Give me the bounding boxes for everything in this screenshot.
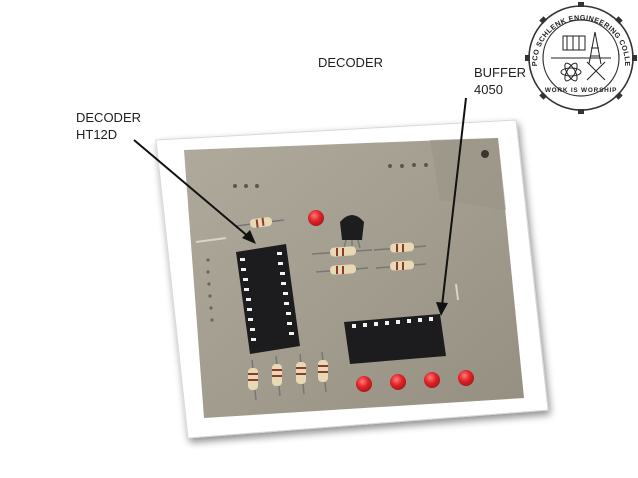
- logo-emblem-icon: [551, 31, 611, 82]
- buffer-arrow: [441, 97, 467, 307]
- decoder-arrow: [133, 139, 251, 239]
- bottom-resistors: [248, 351, 328, 401]
- led: [424, 372, 440, 388]
- led: [458, 370, 474, 386]
- slide-title: DECODER: [318, 55, 384, 70]
- led: [308, 210, 324, 226]
- buffer-label: BUFFER: [474, 65, 526, 80]
- buffer-part-label: 4050: [474, 82, 503, 97]
- logo-motto: WORK IS WORSHIP: [545, 87, 617, 94]
- pcb-photo: [184, 138, 524, 418]
- leds: [308, 210, 474, 392]
- buffer-chip-4050: [344, 314, 446, 364]
- led: [356, 376, 372, 392]
- annotation-arrows: [133, 97, 467, 316]
- decoder-chip-ht12d: [236, 244, 300, 354]
- led: [390, 374, 406, 390]
- decoder-label: DECODER: [76, 110, 142, 125]
- decoder-part-label: HT12D: [76, 127, 118, 142]
- college-logo: MEPCO SCHLENK ENGINEERING COLLEGE WORK I…: [525, 2, 637, 114]
